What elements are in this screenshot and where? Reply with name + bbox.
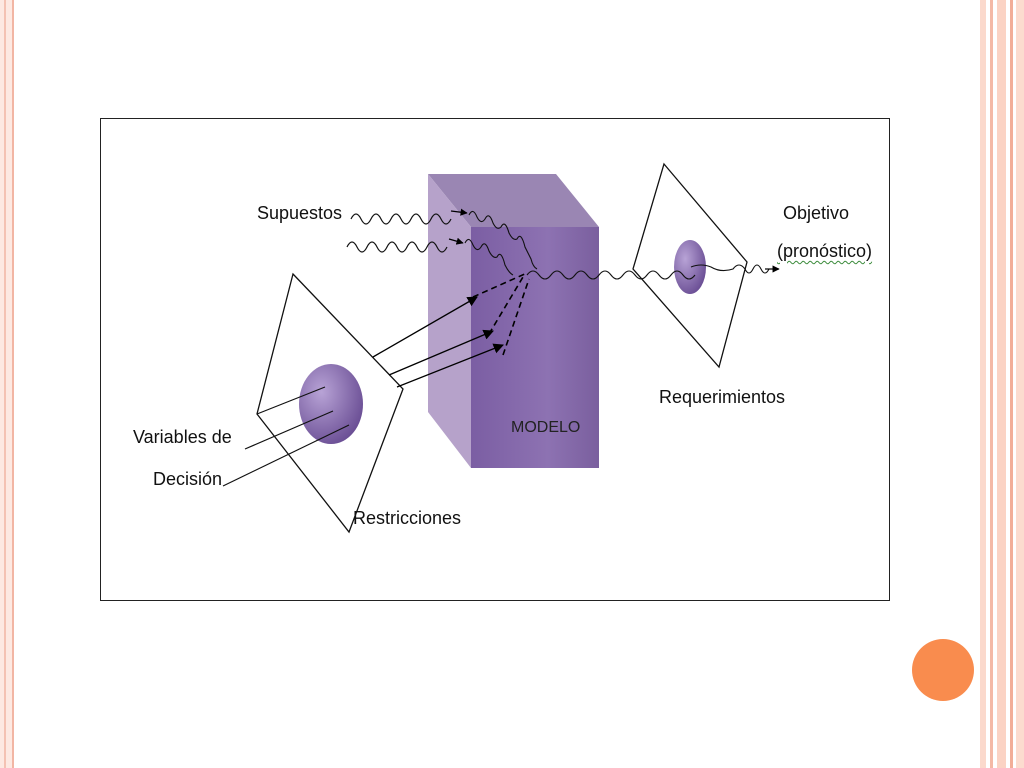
- restricciones-diamond: [256, 272, 404, 534]
- slide-left-border: [0, 0, 14, 768]
- diagram-frame: Supuestos Objetivo (pronóstico) Requerim…: [100, 118, 890, 601]
- variable-line-1: [256, 386, 326, 415]
- requerimientos-sphere: [674, 240, 706, 294]
- input-arrow-1: [372, 296, 478, 358]
- model-box-side: [428, 174, 471, 468]
- supuestos-arrow-2: [448, 237, 464, 245]
- variable-line-2: [244, 410, 334, 450]
- dashed-line-2: [488, 276, 524, 335]
- requerimientos-diamond: [632, 162, 748, 369]
- objetivo-wave: [526, 270, 696, 280]
- supuestos-arrow-1: [450, 208, 468, 216]
- label-variables: Variables de: [133, 427, 232, 447]
- label-modelo: MODELO: [511, 419, 581, 436]
- model-diagram: [222, 162, 780, 534]
- dashed-line-3: [502, 278, 530, 356]
- label-restricciones: Restricciones: [353, 508, 462, 528]
- supuestos-wave-2: [346, 241, 448, 253]
- label-decision: Decisión: [153, 469, 223, 489]
- decision-sphere: [299, 364, 363, 444]
- slide-right-border: [976, 0, 1024, 768]
- orange-accent-dot: [912, 639, 974, 701]
- model-box-top: [428, 174, 599, 227]
- label-objetivo: Objetivo: [783, 203, 850, 223]
- objetivo-wave-2: [690, 264, 770, 274]
- label-supuestos: Supuestos: [257, 203, 343, 223]
- supuestos-wave-inside-2: [464, 238, 514, 276]
- label-pronostico-text: (pronóstico): [777, 241, 873, 261]
- supuestos-wave-inside: [468, 210, 538, 270]
- label-requerimientos: Requerimientos: [659, 387, 786, 407]
- label-pronostico: (pronóstico): [777, 241, 872, 262]
- supuestos-wave-1: [350, 213, 452, 225]
- input-arrow-3: [396, 343, 504, 388]
- input-arrow-2: [388, 329, 494, 376]
- variable-line-3: [222, 424, 350, 487]
